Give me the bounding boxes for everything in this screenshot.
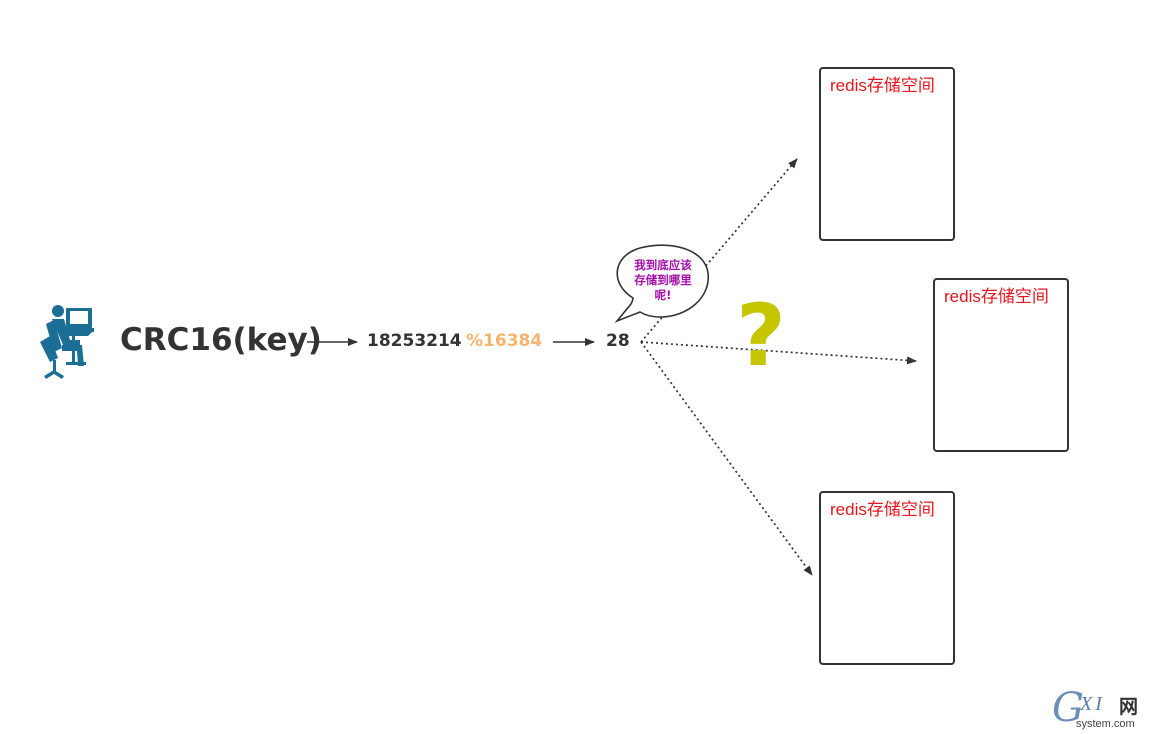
watermark-domain: system.com bbox=[1076, 718, 1135, 730]
speech-bubble-line: 呢! bbox=[654, 288, 672, 302]
question-mark: ? bbox=[736, 286, 786, 386]
redis-node-label: redis存储空间 bbox=[944, 287, 1049, 306]
watermark-logo-g: G bbox=[1052, 685, 1084, 731]
redis-node-top: redis存储空间 bbox=[819, 67, 955, 241]
redis-node-label: redis存储空间 bbox=[830, 500, 935, 519]
speech-bubble-line: 我到底应该 bbox=[634, 258, 692, 272]
speech-bubble bbox=[614, 244, 709, 323]
dotted-arrow-to-node-middle bbox=[640, 341, 917, 365]
redis-node-label: redis存储空间 bbox=[830, 76, 935, 95]
modulo-operation: %16384 bbox=[466, 331, 543, 351]
person-at-computer-icon bbox=[40, 305, 94, 379]
dotted-arrow-to-node-bottom bbox=[640, 341, 813, 576]
crc16-function-label: CRC16(key) bbox=[120, 322, 322, 358]
hash-value: 18253214 bbox=[367, 331, 462, 351]
speech-bubble-line: 存储到哪里 bbox=[634, 273, 692, 287]
slot-number: 28 bbox=[606, 331, 630, 351]
watermark-logo-wang: 网 bbox=[1119, 696, 1139, 718]
speech-bubble-text: 我到底应该 存储到哪里 呢! bbox=[624, 258, 702, 303]
watermark-logo-xi: XI bbox=[1080, 693, 1105, 715]
redis-node-middle: redis存储空间 bbox=[933, 278, 1069, 452]
redis-node-bottom: redis存储空间 bbox=[819, 491, 955, 665]
